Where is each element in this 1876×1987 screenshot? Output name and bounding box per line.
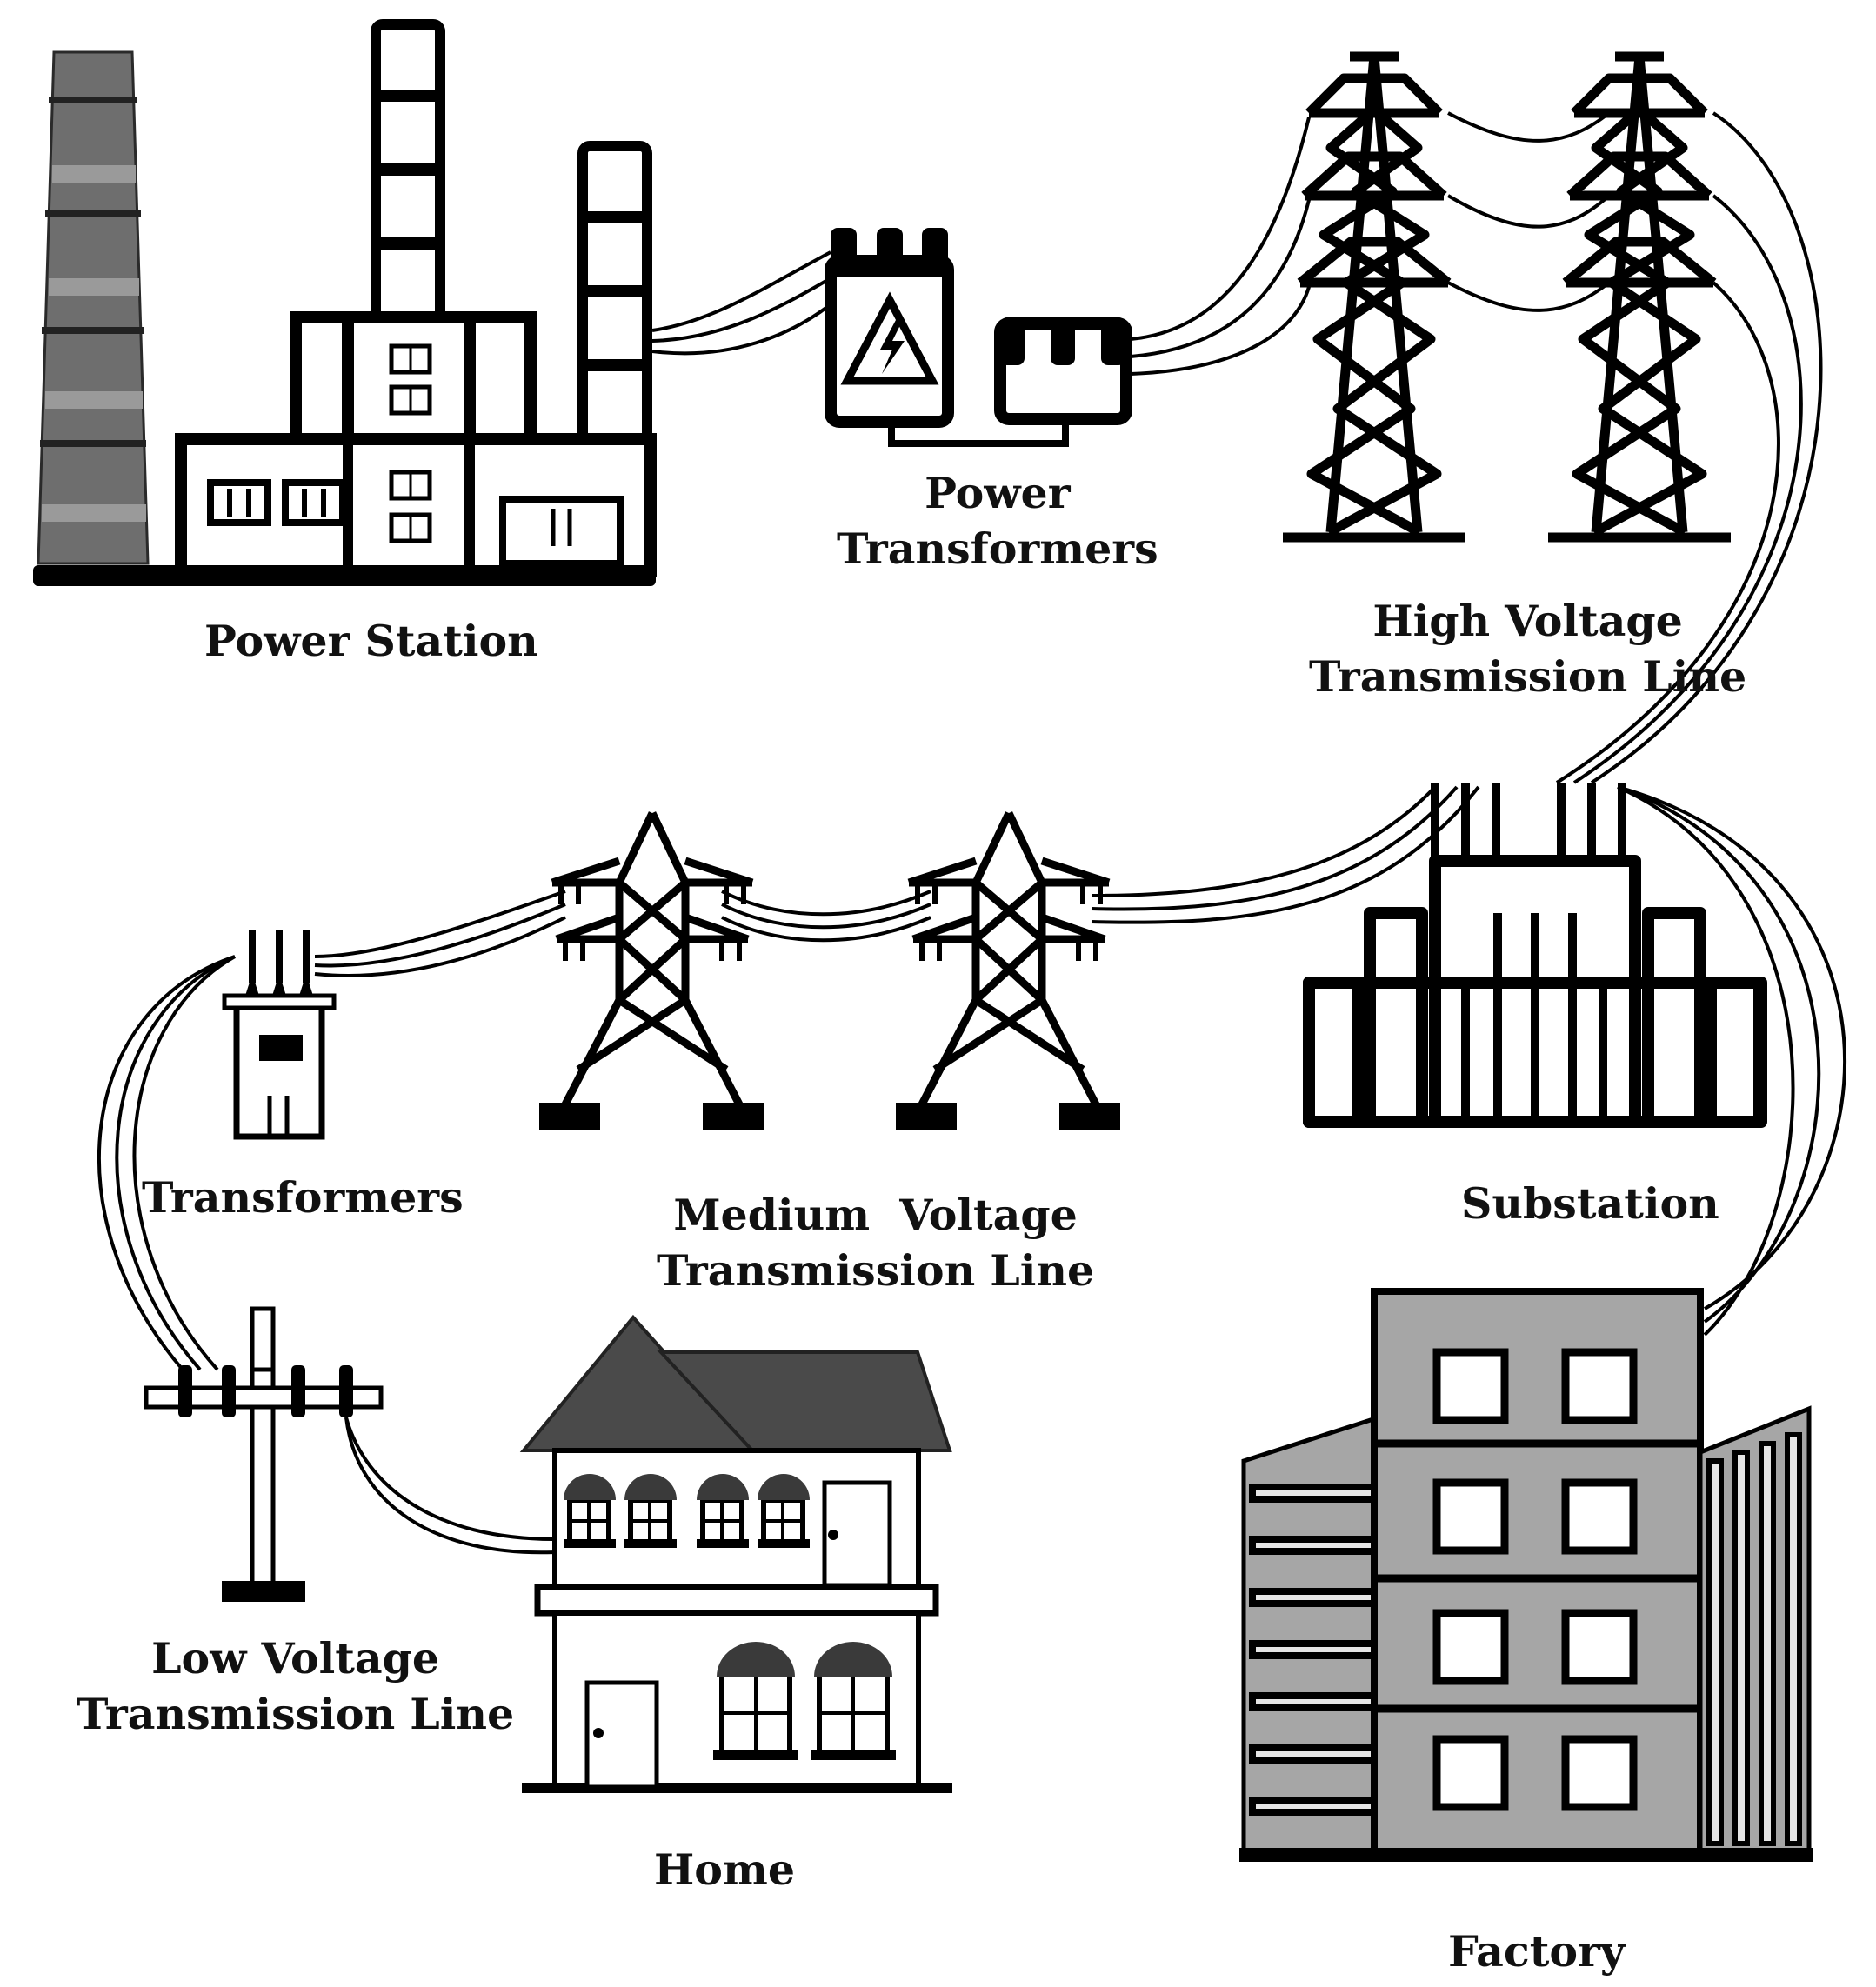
wire-mv-transformer-1 bbox=[314, 890, 566, 958]
hv-tower-right bbox=[1548, 51, 1731, 543]
label-transformers: Transformers bbox=[142, 1172, 464, 1223]
wire-substation-mv-3 bbox=[1091, 785, 1480, 924]
label-power-transformers: Power Transformers bbox=[837, 468, 1158, 574]
wire-mv-span-3 bbox=[721, 916, 931, 943]
high-voltage-tower-icon bbox=[1283, 51, 1731, 543]
substation-icon bbox=[1303, 783, 1767, 1128]
wire-substation-factory-3 bbox=[1617, 785, 1795, 1337]
label-home: Home bbox=[654, 1844, 796, 1895]
wire-pole-home-1 bbox=[344, 1417, 556, 1541]
wire-hv-substation-2 bbox=[1572, 194, 1803, 784]
wire-transformer-pole-3 bbox=[132, 955, 236, 1371]
wire-station-transformer-1 bbox=[651, 250, 831, 332]
utility-pole-icon bbox=[144, 1306, 384, 1602]
wire-hv-span-1 bbox=[1447, 111, 1611, 143]
wire-transformer-hv-1 bbox=[1130, 117, 1311, 341]
chimney bbox=[37, 50, 150, 565]
house-icon bbox=[519, 1314, 952, 1793]
building-upper bbox=[290, 311, 537, 445]
wire-substation-mv-1 bbox=[1091, 785, 1437, 897]
label-low-voltage: Low Voltage Transmission Line bbox=[77, 1633, 515, 1739]
station-base bbox=[33, 565, 656, 586]
mv-tower-right bbox=[896, 811, 1120, 1130]
wire-transformer-pole-2 bbox=[115, 955, 236, 1371]
mv-tower-left bbox=[551, 811, 754, 1107]
label-power-station: Power Station bbox=[204, 616, 538, 666]
wire-pole-home-2 bbox=[344, 1417, 556, 1555]
medium-voltage-tower-icon bbox=[539, 811, 1120, 1130]
wire-station-transformer-2 bbox=[651, 277, 832, 343]
hv-tower-left bbox=[1283, 51, 1465, 543]
wire-transformer-hv-2 bbox=[1130, 199, 1311, 358]
wire-mv-span-2 bbox=[721, 903, 931, 930]
power-lines bbox=[97, 111, 1847, 1555]
wire-hv-span-3 bbox=[1447, 281, 1611, 312]
pole-transformer-icon bbox=[222, 930, 337, 1140]
wire-mv-span-1 bbox=[721, 890, 931, 917]
wire-hv-substation-3 bbox=[1555, 281, 1780, 784]
wire-transformer-pole-1 bbox=[97, 955, 236, 1371]
wire-substation-mv-2 bbox=[1091, 785, 1459, 911]
power-station-icon bbox=[33, 19, 657, 586]
wire-mv-transformer-2 bbox=[314, 903, 566, 968]
label-factory: Factory bbox=[1448, 1926, 1626, 1977]
wire-mv-transformer-3 bbox=[314, 916, 566, 977]
label-high-voltage: High Voltage Transmission Line bbox=[1309, 596, 1747, 702]
wire-substation-factory-1 bbox=[1617, 785, 1847, 1310]
wire-substation-factory-2 bbox=[1617, 785, 1821, 1324]
wire-station-transformer-3 bbox=[651, 303, 832, 356]
label-medium-voltage: Medium Voltage Transmission Line bbox=[657, 1190, 1095, 1296]
factory-icon bbox=[1239, 1288, 1813, 1862]
power-transformer-icon bbox=[825, 228, 1132, 447]
wire-transformer-hv-3 bbox=[1130, 286, 1311, 376]
wire-hv-span-2 bbox=[1446, 194, 1611, 229]
wire-hv-substation-1 bbox=[1590, 111, 1823, 784]
label-substation: Substation bbox=[1461, 1178, 1719, 1229]
